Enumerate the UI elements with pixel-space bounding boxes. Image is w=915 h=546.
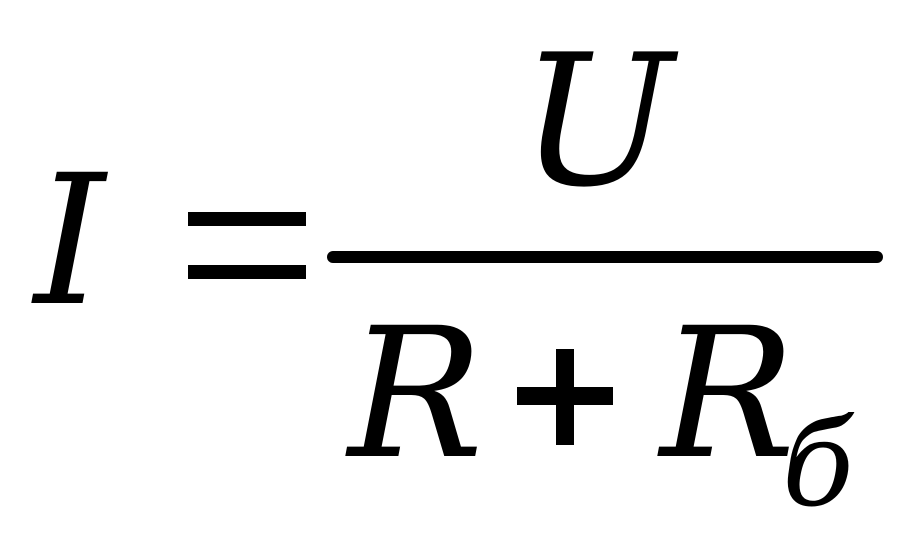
denominator-ballast-resistance-symbol: R xyxy=(660,290,796,499)
equals-bar-top xyxy=(188,212,306,226)
plus-vertical-stroke xyxy=(556,349,574,445)
equals-bar-bottom xyxy=(188,265,306,279)
current-symbol: I xyxy=(34,137,106,346)
fraction-bar xyxy=(327,251,883,263)
plus-sign xyxy=(517,349,613,445)
ballast-subscript: б xyxy=(782,395,855,533)
numerator-voltage-symbol: U xyxy=(520,15,674,227)
denominator-resistance-symbol: R xyxy=(348,290,484,499)
